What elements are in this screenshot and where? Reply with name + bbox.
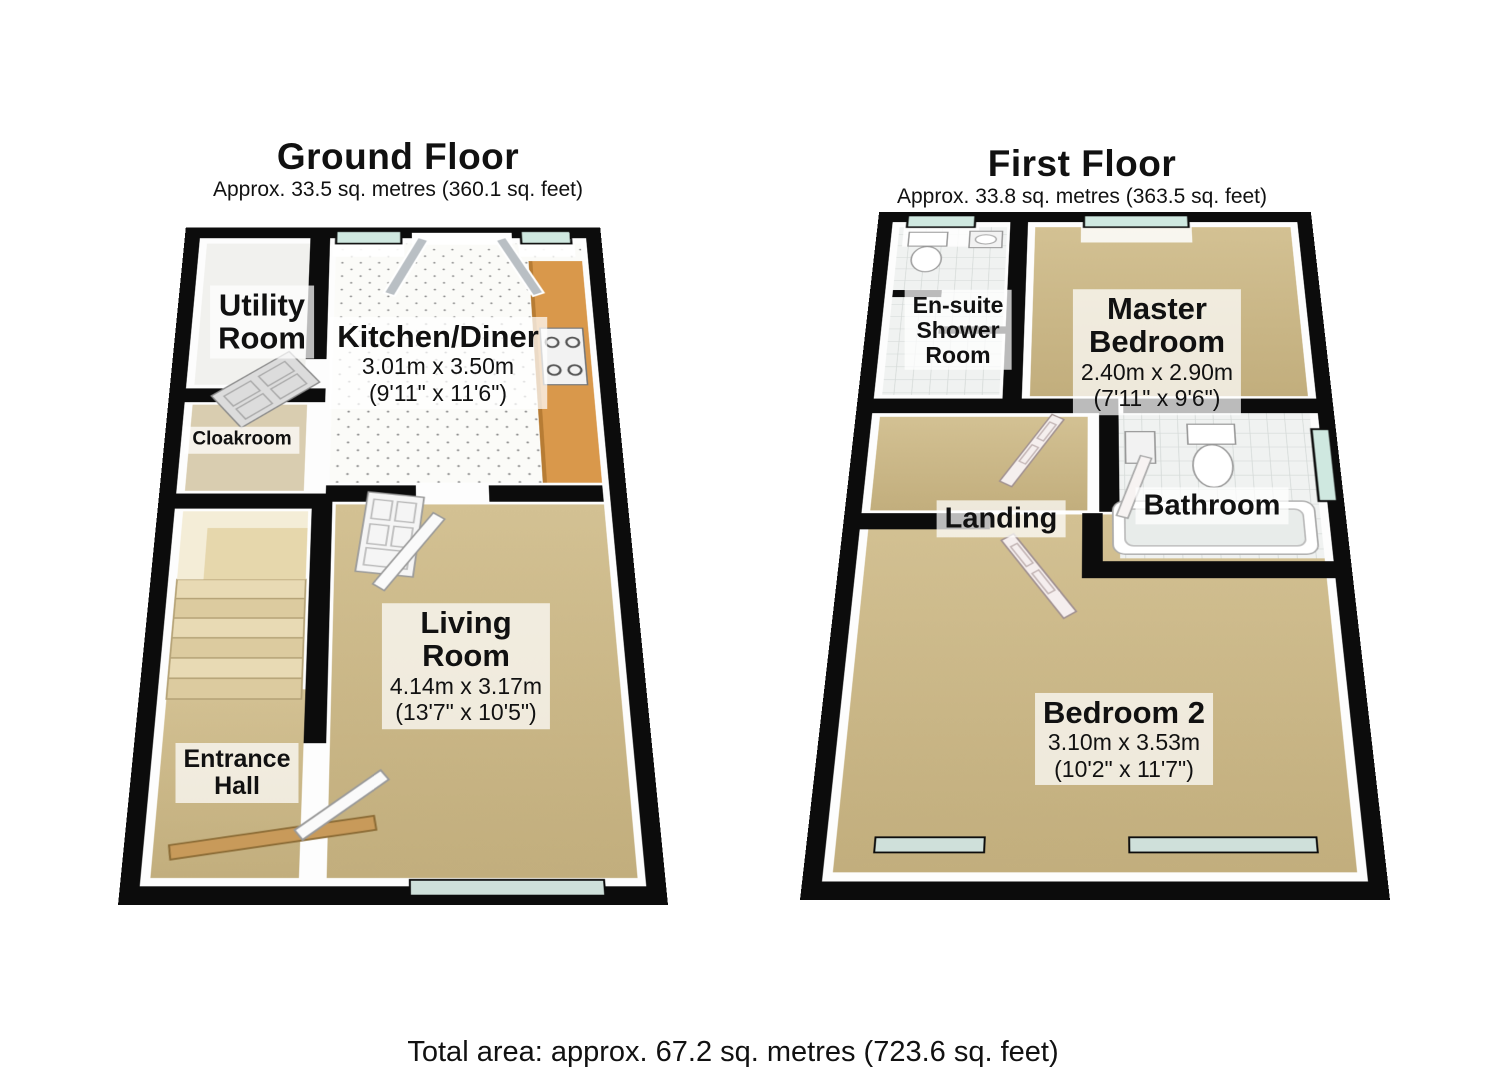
room-label-utility: Utility Room [210, 286, 314, 359]
stairs [166, 511, 308, 699]
room-label-ensuite: En-suite Shower Room [905, 290, 1012, 370]
window [1081, 216, 1193, 243]
window [874, 837, 985, 852]
room-label-master: Master Bedroom 2.40m x 2.90m (7'11" x 9'… [1073, 289, 1241, 415]
ground-floor-title: Ground Floor [277, 136, 519, 178]
room-label-cloakroom: Cloakroom [184, 427, 299, 454]
total-area-text: Total area: approx. 67.2 sq. metres (723… [407, 1036, 1058, 1069]
room-label-bathroom: Bathroom [1136, 487, 1289, 524]
room-label-entrance: Entrance Hall [176, 743, 299, 803]
first-floor-plan: En-suite Shower Room Master Bedroom 2.40… [800, 212, 1390, 900]
ground-floor-subtitle: Approx. 33.5 sq. metres (360.1 sq. feet) [213, 178, 583, 202]
window [410, 880, 605, 896]
room-label-bedroom2: Bedroom 2 3.10m x 3.53m (10'2" x 11'7") [1035, 693, 1213, 785]
room-label-kitchen: Kitchen/Diner 3.01m x 3.50m (9'11" x 11'… [329, 317, 547, 409]
sink-icon [969, 231, 1003, 247]
room-label-landing: Landing [937, 500, 1066, 537]
first-floor-subtitle: Approx. 33.8 sq. metres (363.5 sq. feet) [897, 185, 1267, 209]
room-label-living: Living Room 4.14m x 3.17m (13'7" x 10'5"… [382, 603, 550, 729]
first-floor-title: First Floor [988, 143, 1176, 185]
stove-icon [540, 328, 588, 385]
ground-floor-plan: Utility Room Kitchen/Diner 3.01m x 3.50m… [118, 228, 668, 905]
window [333, 231, 405, 256]
window [518, 231, 576, 256]
window [1129, 837, 1318, 852]
